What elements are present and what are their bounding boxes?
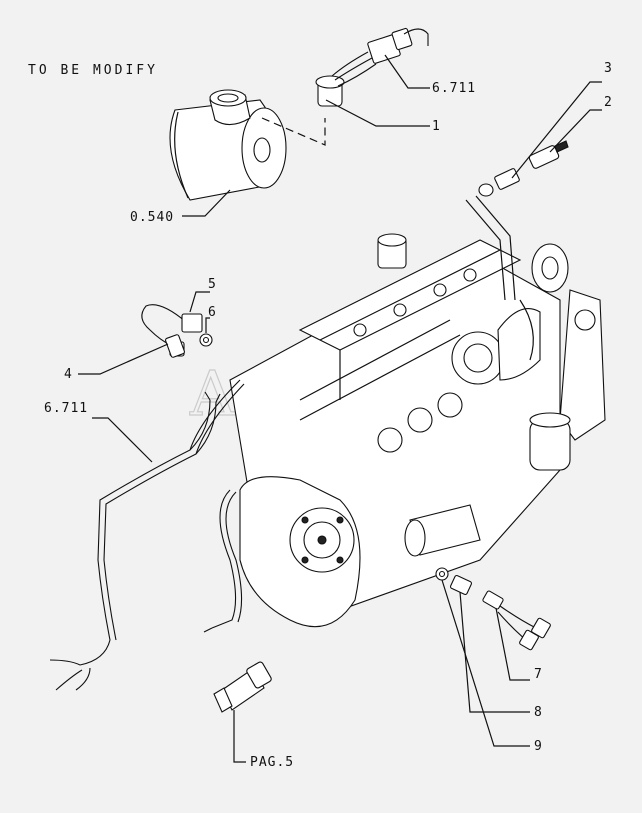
callout-4: 4	[64, 367, 73, 382]
pressure-switch	[213, 661, 272, 713]
sensor-item-2	[528, 140, 569, 169]
callout-3: 3	[604, 61, 613, 76]
note-text: TO BE MODIFY	[28, 63, 158, 78]
pipe-housing	[169, 89, 287, 201]
head-bolts	[353, 268, 477, 337]
callout-5: 5	[208, 277, 217, 292]
callout-ref-harness-left: 6.711	[44, 401, 88, 416]
washer-item-9	[435, 567, 449, 581]
callout-6: 6	[208, 305, 217, 320]
callout-ref-page: PAG.5	[250, 755, 294, 770]
callout-1: 1	[432, 119, 441, 134]
callout-8: 8	[534, 705, 543, 720]
callout-ref-housing: 0.540	[130, 210, 174, 225]
callout-2: 2	[604, 95, 613, 110]
sensor-item-4-connector	[165, 334, 185, 358]
wiring-harness	[49, 379, 245, 691]
sensor-item-8	[449, 574, 473, 596]
connector-item-1	[315, 27, 429, 107]
leader-lines	[78, 54, 602, 763]
washer-item-6	[199, 333, 213, 347]
callout-ref-harness-top: 6.711	[432, 81, 476, 96]
engine-drawing	[229, 195, 606, 628]
callout-9: 9	[534, 739, 543, 754]
sensor-item-7	[482, 590, 551, 651]
sensor-item-3	[478, 168, 520, 197]
housing-dashed-link	[261, 117, 326, 146]
callout-7: 7	[534, 667, 543, 682]
